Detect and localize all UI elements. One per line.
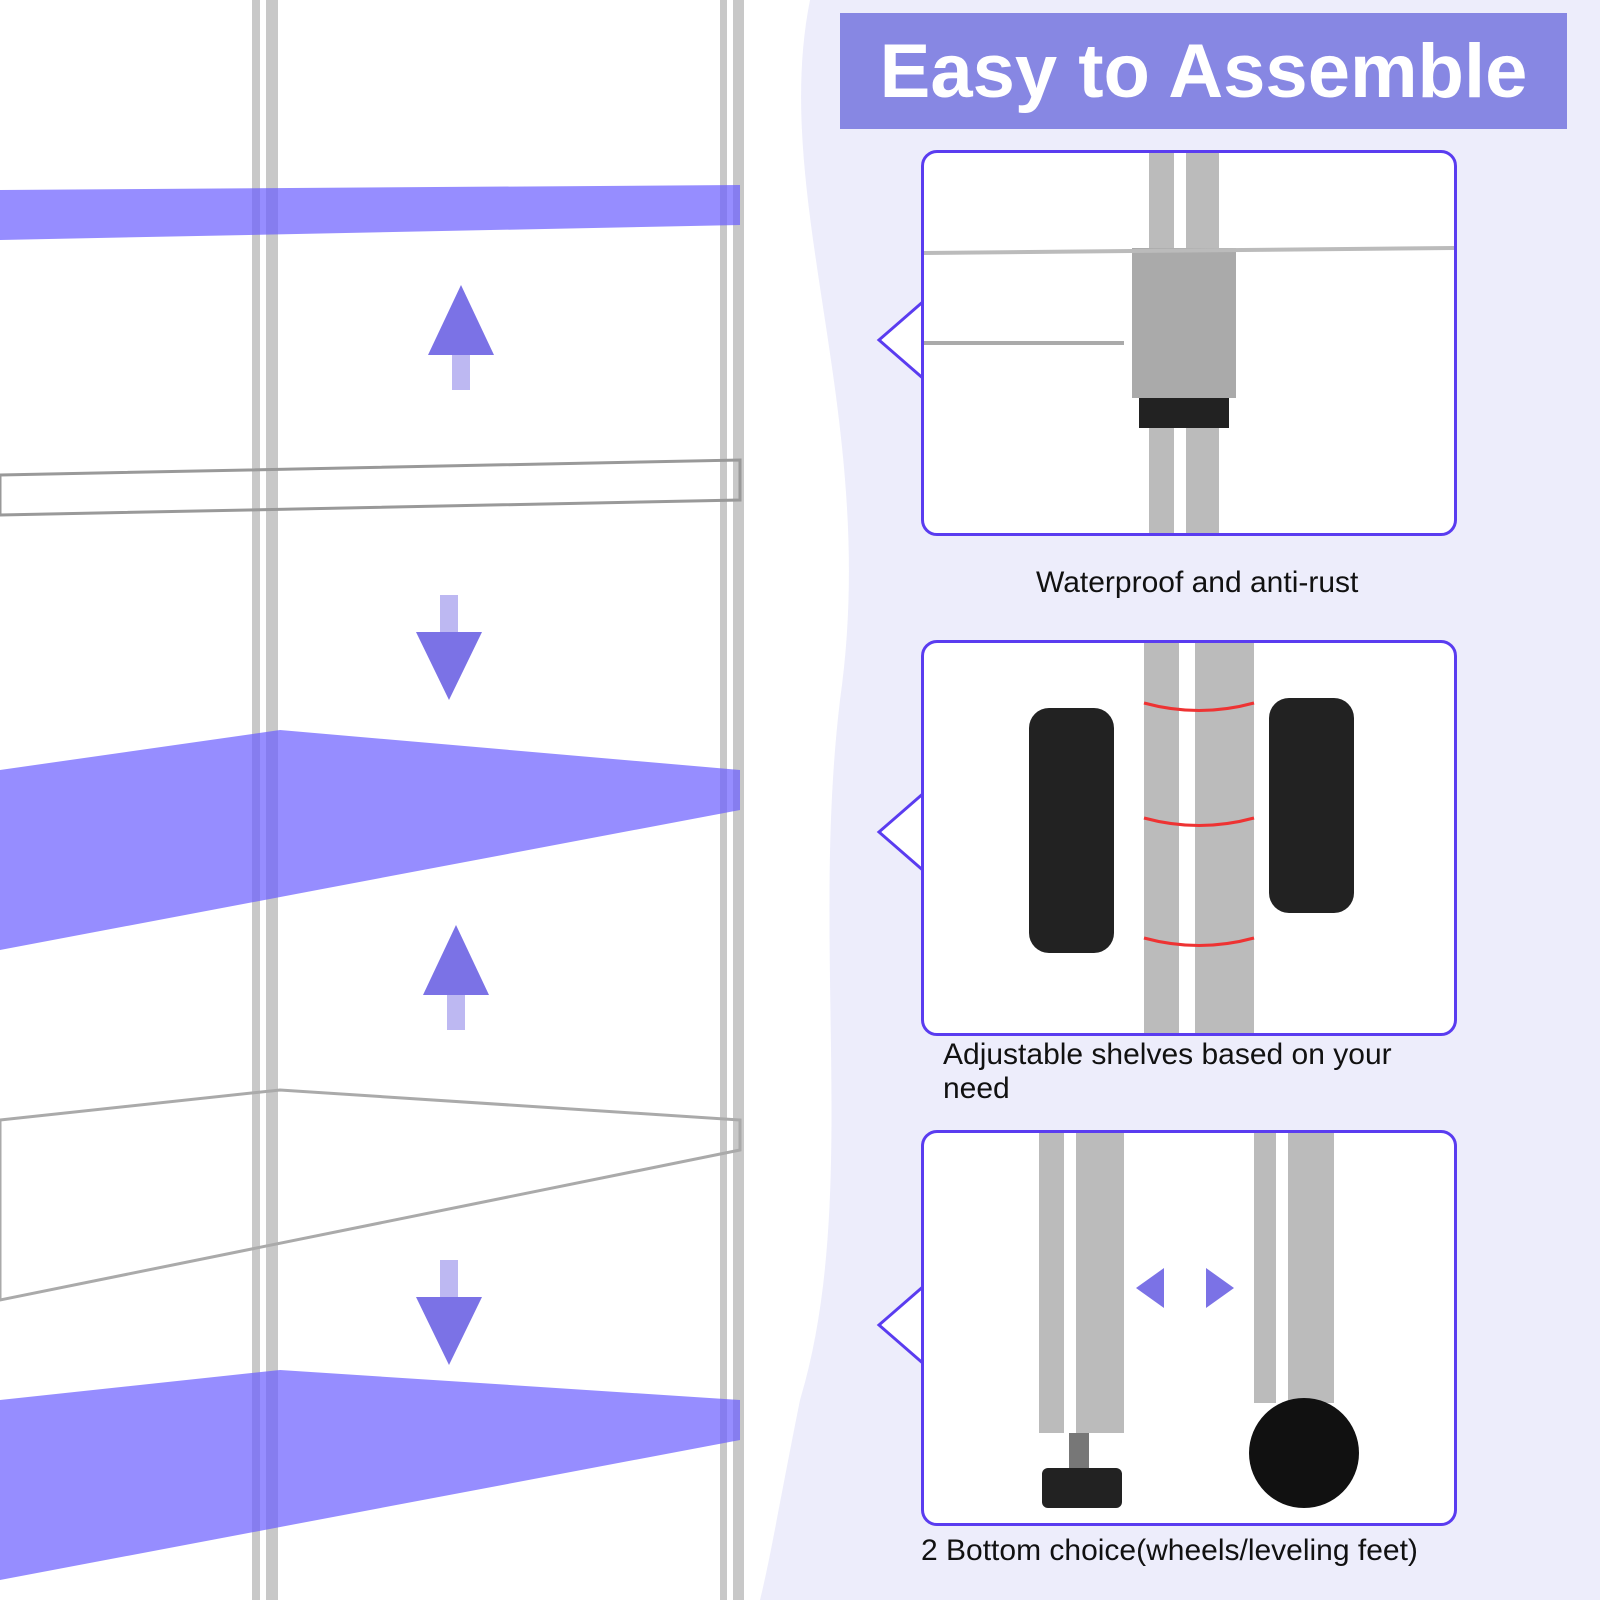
shelf-1-highlight xyxy=(0,185,740,240)
arrows xyxy=(416,285,494,1365)
arrow-up-icon xyxy=(428,285,494,355)
title-banner: Easy to Assemble xyxy=(840,13,1567,129)
arrow-down-icon xyxy=(416,632,482,700)
arrow-right-icon xyxy=(1206,1268,1234,1308)
callout-pointer xyxy=(876,1285,927,1365)
arrow-down-icon xyxy=(416,1297,482,1365)
feature-image-connector xyxy=(921,150,1457,536)
shelf-2 xyxy=(0,458,742,517)
feature-image-sleeves xyxy=(921,640,1457,1036)
feature-caption-2-line-2: need xyxy=(943,1072,1010,1105)
callout-pointer xyxy=(876,300,927,380)
title: Easy to Assemble xyxy=(879,28,1528,114)
feature-caption-1: Waterproof and anti-rust xyxy=(1036,566,1359,599)
arrow-left-icon xyxy=(1136,1268,1164,1308)
shelf-3-highlight xyxy=(0,730,740,950)
shelf-5-highlight xyxy=(0,1370,740,1580)
arrow-up-icon xyxy=(423,925,489,995)
feature-caption-2-line-1: Adjustable shelves based on your xyxy=(943,1038,1392,1071)
shelf-4 xyxy=(0,1088,742,1302)
feature-image-bottom-options xyxy=(921,1130,1457,1526)
feature-caption-3: 2 Bottom choice(wheels/leveling feet) xyxy=(921,1534,1418,1567)
callout-pointer xyxy=(876,792,927,872)
